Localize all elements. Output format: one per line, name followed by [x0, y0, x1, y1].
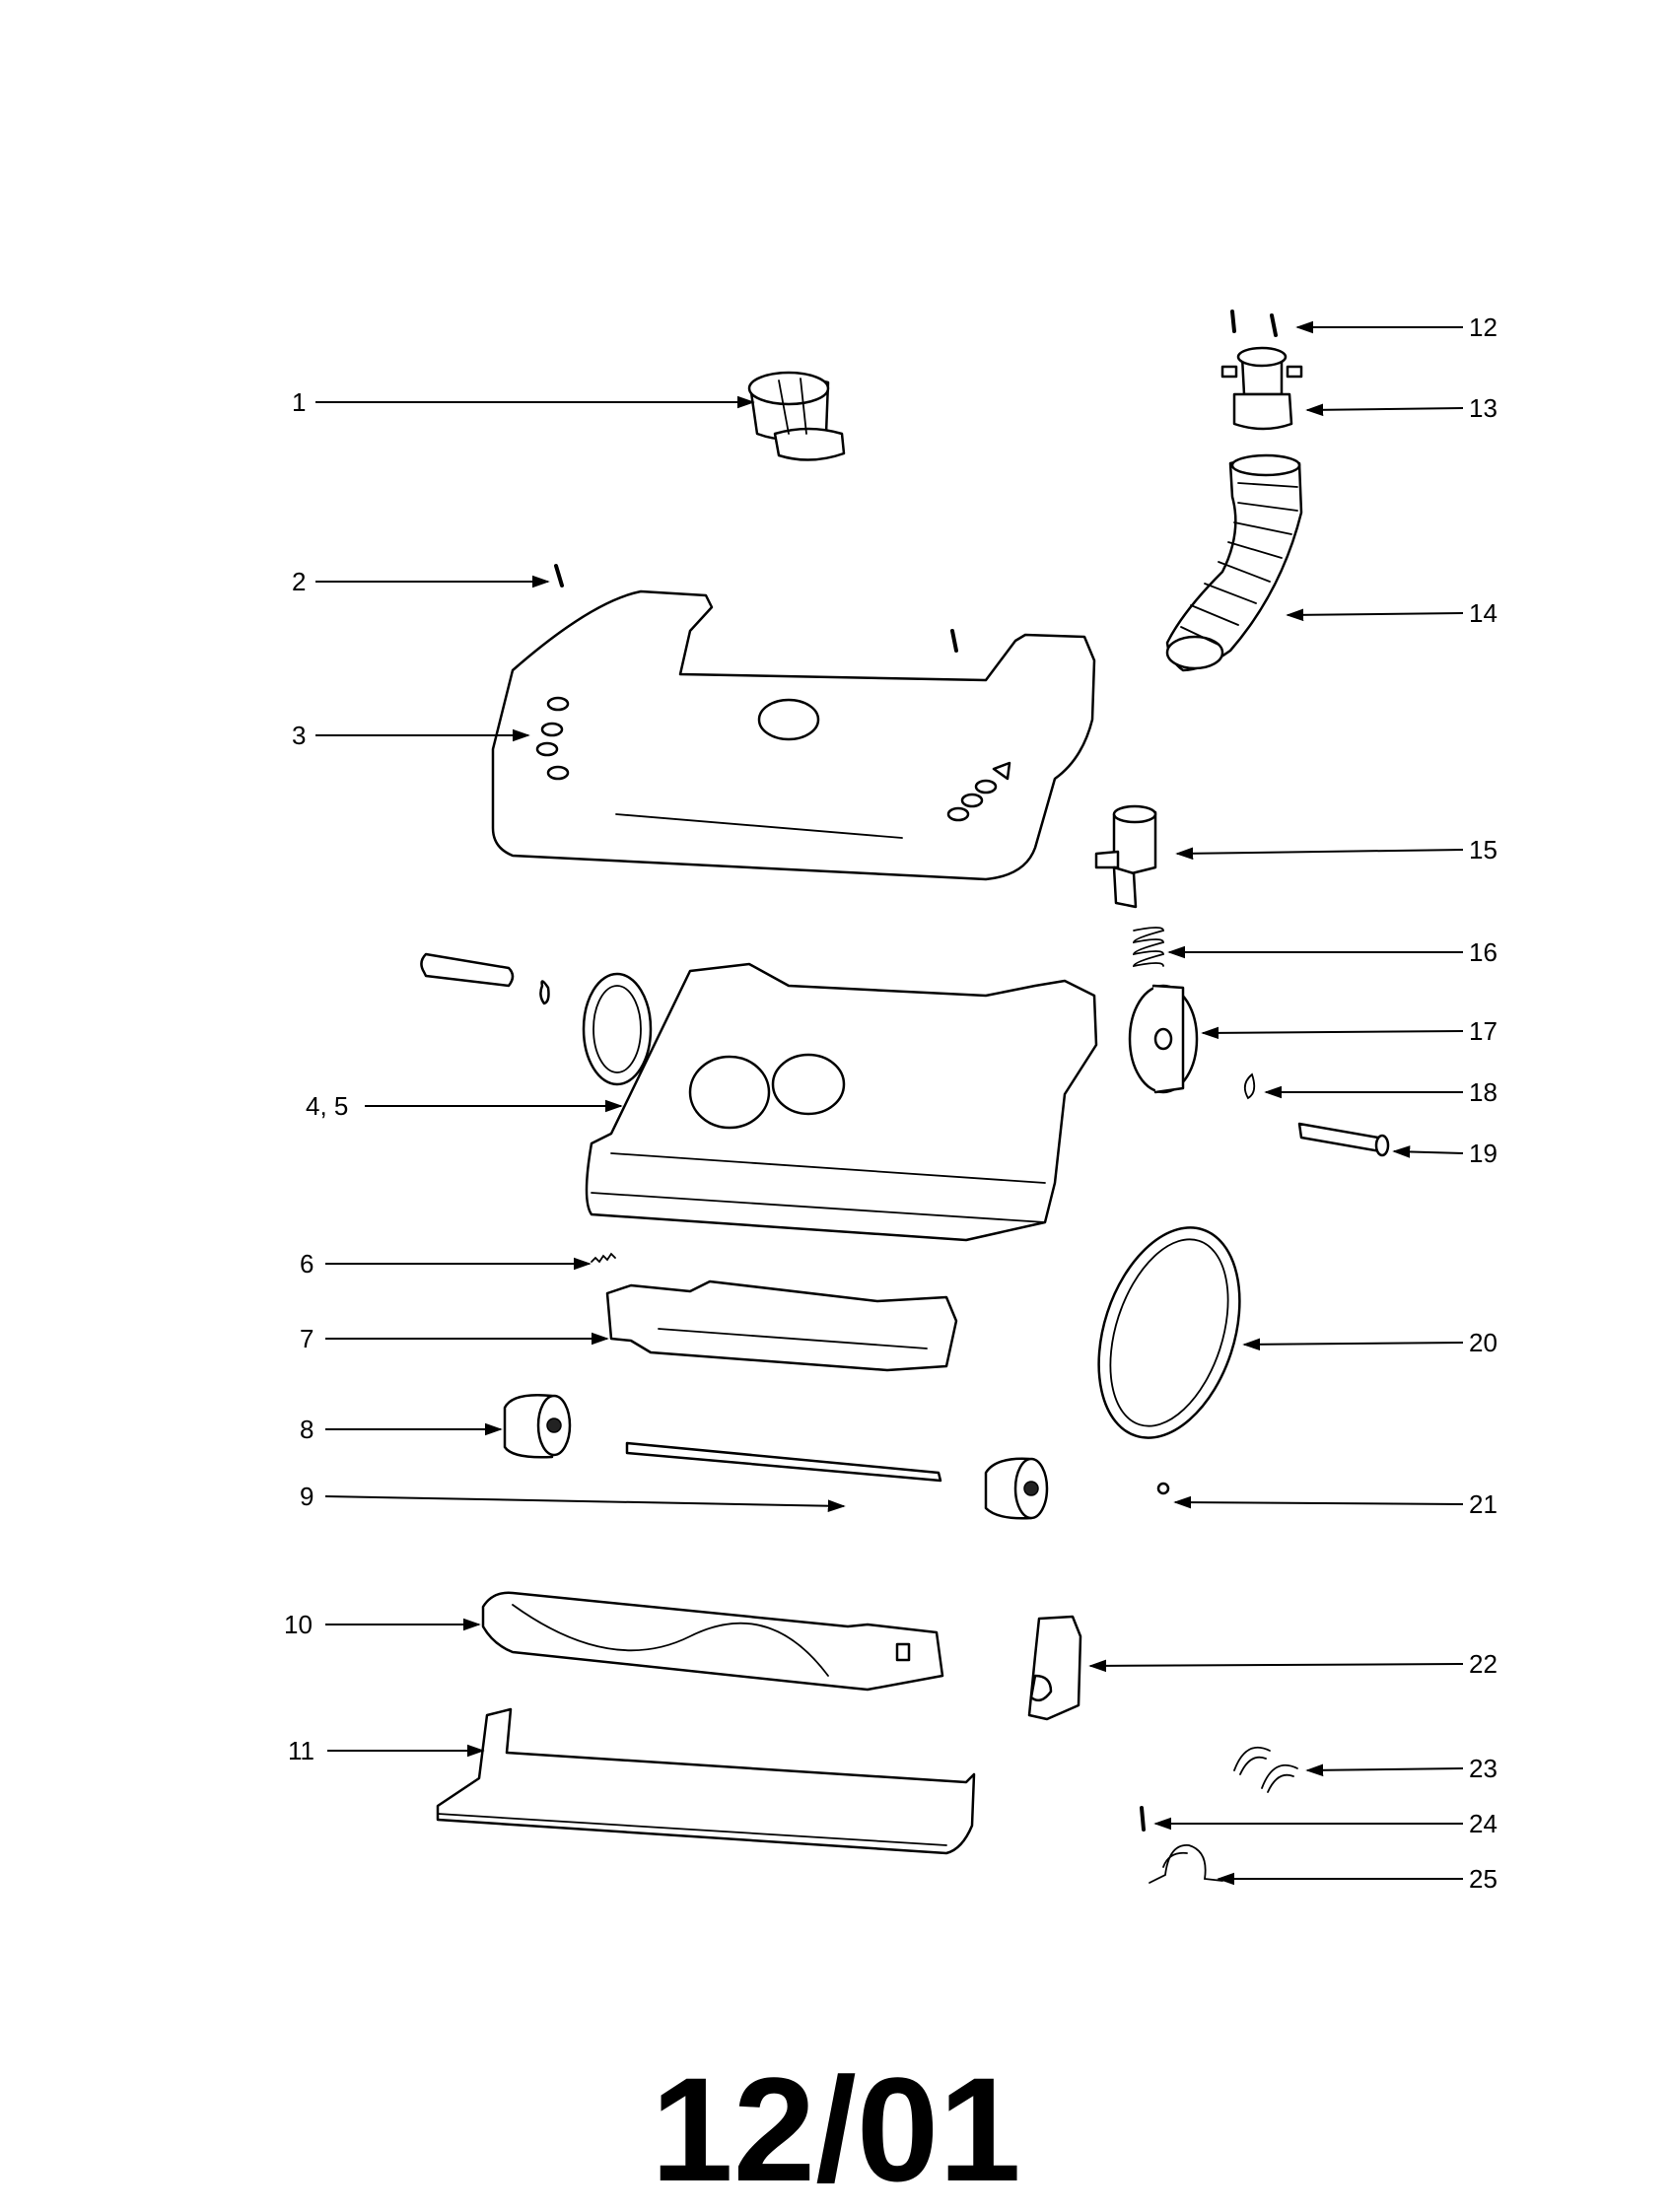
callout-24: 24	[1469, 1809, 1498, 1838]
nut-icon	[1156, 1482, 1170, 1495]
callout-22: 22	[1469, 1649, 1498, 1679]
hose-icon	[1165, 453, 1303, 672]
brushroll-icon	[481, 1591, 944, 1692]
hood-cover-icon	[491, 589, 1096, 881]
callout-14: 14	[1469, 598, 1498, 628]
callout-7: 7	[300, 1324, 314, 1353]
callout-3: 3	[292, 721, 306, 750]
base-housing-icon	[420, 952, 1098, 1242]
screw-icon	[1140, 1806, 1146, 1832]
axle-icon	[1297, 1122, 1390, 1157]
callout-17: 17	[1469, 1016, 1498, 1046]
pedal-icon	[1094, 804, 1157, 909]
belt-icon	[1097, 1226, 1241, 1439]
callout-23: 23	[1469, 1754, 1498, 1783]
screw-icon	[554, 564, 564, 588]
callout-25: 25	[1469, 1864, 1498, 1894]
callout-16: 16	[1469, 937, 1498, 967]
callout-13: 13	[1469, 393, 1498, 423]
callout-2: 2	[292, 567, 306, 596]
shaft-icon	[625, 1441, 1049, 1520]
hose-cuff-icon	[1220, 346, 1303, 431]
end-cap-icon	[503, 1394, 572, 1459]
tube-coupler-icon	[747, 371, 846, 461]
callout-18: 18	[1469, 1077, 1498, 1107]
callout-labels: 1 2 3 4, 5 6 7 8 9 10 11 12 13 14 15 16 …	[284, 312, 1498, 1894]
callout-21: 21	[1469, 1489, 1498, 1519]
callout-9: 9	[300, 1482, 314, 1511]
callout-6: 6	[300, 1249, 314, 1279]
bumper-icon	[436, 1707, 976, 1855]
leader-lines	[315, 320, 1464, 1886]
retaining-clip-icon	[1243, 1072, 1256, 1100]
screw-icon	[1230, 310, 1278, 337]
callout-19: 19	[1469, 1139, 1498, 1168]
callout-20: 20	[1469, 1328, 1498, 1357]
callout-15: 15	[1469, 835, 1498, 864]
callout-10: 10	[284, 1610, 313, 1639]
callout-8: 8	[300, 1415, 314, 1444]
callout-12: 12	[1469, 312, 1498, 342]
belt-guard-icon	[1027, 1615, 1082, 1721]
clip-icon	[1233, 1746, 1298, 1793]
spring-icon	[1133, 927, 1164, 968]
wheel-icon	[1128, 984, 1199, 1094]
callout-4-5: 4, 5	[306, 1091, 348, 1121]
callout-11: 11	[288, 1736, 314, 1765]
hose-clamp-icon	[1149, 1844, 1223, 1884]
callout-1: 1	[292, 387, 306, 417]
spring-icon	[591, 1252, 616, 1264]
bottom-plate-icon	[605, 1279, 958, 1372]
date-code: 12/01	[651, 2046, 1021, 2212]
